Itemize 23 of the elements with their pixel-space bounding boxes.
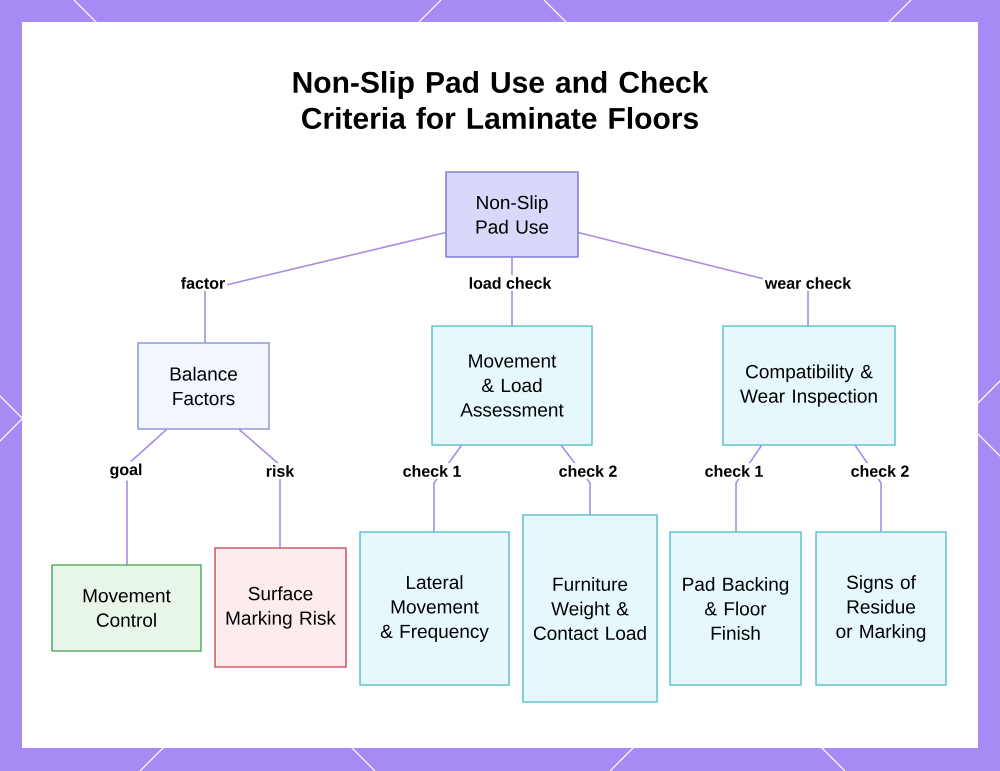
concept-box: Lateral Movement & Frequency: [359, 531, 510, 686]
concept-box: Balance Factors: [137, 342, 270, 430]
edge-label: check 2: [848, 463, 912, 479]
concept-box: Movement & Load Assessment: [431, 325, 593, 446]
edge-label: check 1: [702, 463, 766, 479]
concept-box: Furniture Weight & Contact Load: [522, 514, 658, 703]
concept-box: Non-Slip Pad Use: [445, 171, 579, 258]
edge-label: wear check: [762, 275, 854, 291]
edge-label: factor: [178, 275, 228, 291]
concept-box: Pad Backing & Floor Finish: [669, 531, 802, 686]
edge-label: goal: [108, 462, 144, 480]
title: Non-Slip Pad Use and Check Criteria for Laminate Floors: [294, 70, 708, 129]
concept-box: Compatibility & Wear Inspection: [722, 325, 896, 446]
connector-line: [126, 429, 167, 564]
concept-box: Signs of Residue or Marking: [815, 531, 947, 686]
connector-line: [204, 232, 446, 342]
edge-label: check 1: [400, 463, 464, 479]
concept-box: Surface Marking Risk: [214, 547, 347, 668]
edge-label: check 2: [556, 463, 620, 479]
concept-box: Movement Control: [51, 564, 202, 652]
edge-label: risk: [264, 463, 296, 479]
connector-line: [238, 429, 281, 548]
edge-label: load check: [466, 275, 554, 291]
